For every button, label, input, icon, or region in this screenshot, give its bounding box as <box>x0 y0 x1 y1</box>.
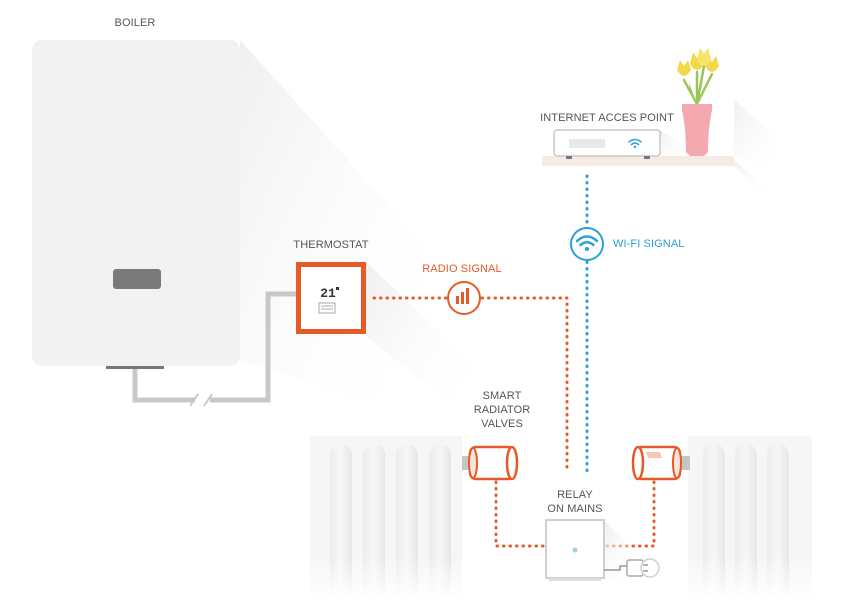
smart-radiator-valve-left <box>468 445 519 481</box>
boiler-body <box>32 40 240 366</box>
relay-on-mains <box>545 519 640 581</box>
boiler-control-panel <box>113 269 161 289</box>
internet-access-point-label: INTERNET ACCES POINT <box>540 112 674 124</box>
boiler <box>32 40 420 420</box>
boiler-base <box>106 366 164 369</box>
pot <box>682 104 712 156</box>
thermostat-wire <box>132 291 296 407</box>
thermostat-label: THERMOSTAT <box>293 239 369 251</box>
relay-led <box>572 547 578 553</box>
radio-signal-icon <box>447 281 481 315</box>
tulip-flowers <box>677 48 719 76</box>
leaf <box>689 82 697 104</box>
relay-on-mains-label: RELAY ON MAINS <box>547 489 603 515</box>
internet-access-point <box>553 129 700 159</box>
mains-plug <box>604 558 660 578</box>
wifi-signal-icon <box>570 227 604 261</box>
right-radiator <box>680 436 820 601</box>
flower-pot <box>677 48 719 156</box>
radio-signal-label: RADIO SIGNAL <box>422 263 502 275</box>
wifi-icon <box>628 138 642 143</box>
thermostat: 21 <box>296 262 470 420</box>
thermostat-shadow <box>366 262 470 420</box>
boiler-label: BOILER <box>114 17 156 29</box>
thermostat-screen <box>301 267 361 329</box>
smart-radiator-valve-right <box>631 445 682 481</box>
thermostat-display: 21 <box>320 286 336 301</box>
wifi-signal-label: WI-FI SIGNAL <box>613 238 685 250</box>
shelf <box>542 100 780 200</box>
left-radiator <box>300 436 472 601</box>
access-point-display <box>569 139 605 148</box>
access-point-body <box>553 129 661 157</box>
shelf-board <box>542 156 734 166</box>
smart-radiator-valves-label: SMART RADIATOR VALVES <box>473 390 531 430</box>
